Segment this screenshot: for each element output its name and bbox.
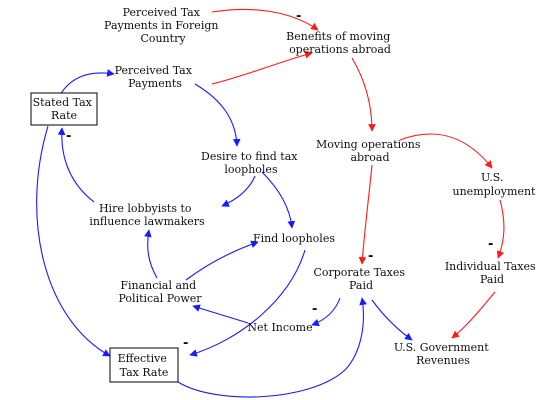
node-financial-power: Financial and Political Power bbox=[118, 279, 202, 305]
node-effective-tax-rate: Effective Tax Rate bbox=[118, 352, 171, 379]
edge-corporate-to-net-income bbox=[311, 297, 341, 327]
node-find-loopholes: Find loopholes bbox=[253, 232, 335, 245]
stated-tax-rate-box bbox=[30, 92, 98, 126]
node-net-income: Net Income bbox=[247, 321, 312, 334]
node-stated-tax-rate: Stated Tax Rate bbox=[33, 96, 96, 122]
polarity-corporate-to-net-income: - bbox=[312, 302, 317, 317]
edge-foreign-to-benefits bbox=[211, 8, 319, 31]
edge-stated-to-effective bbox=[36, 125, 111, 357]
edge-effective-to-corporate bbox=[177, 297, 367, 398]
node-us-gov-revenues: U.S. Government Revenues bbox=[394, 341, 492, 367]
edge-perceived-to-desire bbox=[194, 83, 241, 147]
node-benefits-abroad: Benefits of moving operations abroad bbox=[286, 30, 394, 56]
edge-benefits-to-moving bbox=[351, 57, 376, 132]
edge-net-income-to-financial bbox=[192, 304, 249, 324]
node-desire-loopholes: Desire to find tax loopholes bbox=[201, 150, 301, 176]
edge-corporate-to-revenues bbox=[371, 299, 413, 341]
node-moving-abroad: Moving operations abroad bbox=[316, 138, 424, 164]
edge-find-to-effective bbox=[189, 249, 306, 357]
edge-perceived-to-benefits bbox=[211, 51, 313, 85]
node-perceived-foreign: Perceived Tax Payments in Foreign Countr… bbox=[104, 6, 222, 45]
node-perceived-tax: Perceived Tax Payments bbox=[115, 64, 196, 90]
edge-unemployment-to-individual bbox=[496, 199, 505, 259]
edge-financial-to-hire bbox=[144, 229, 158, 279]
edge-moving-to-corporate bbox=[358, 164, 373, 265]
node-individual-taxes: Individual Taxes Paid bbox=[445, 260, 539, 286]
edge-desire-to-find bbox=[261, 171, 296, 229]
node-corporate-taxes: Corporate Taxes Paid bbox=[313, 266, 408, 292]
polarity-moving-to-corporate: - bbox=[368, 249, 373, 264]
edge-moving-to-unemployment bbox=[399, 133, 493, 169]
edge-desire-to-hire bbox=[221, 175, 256, 207]
polarity-unemployment-to-individual: - bbox=[488, 237, 493, 252]
edge-individual-to-revenues bbox=[451, 291, 496, 339]
edge-financial-to-find bbox=[185, 240, 259, 281]
polarity-stated-to-hire: - bbox=[66, 129, 71, 144]
polarity-find-to-effective: - bbox=[183, 336, 188, 351]
node-hire-lobbyists: Hire lobbyists to influence lawmakers bbox=[89, 202, 205, 228]
effective-tax-rate-box bbox=[109, 347, 179, 383]
polarity-foreign-to-benefits: - bbox=[296, 9, 301, 24]
edge-hire-to-stated bbox=[57, 127, 95, 203]
node-us-unemployment: U.S. unemployment bbox=[453, 171, 537, 198]
edge-stated-to-perceived bbox=[59, 69, 115, 96]
